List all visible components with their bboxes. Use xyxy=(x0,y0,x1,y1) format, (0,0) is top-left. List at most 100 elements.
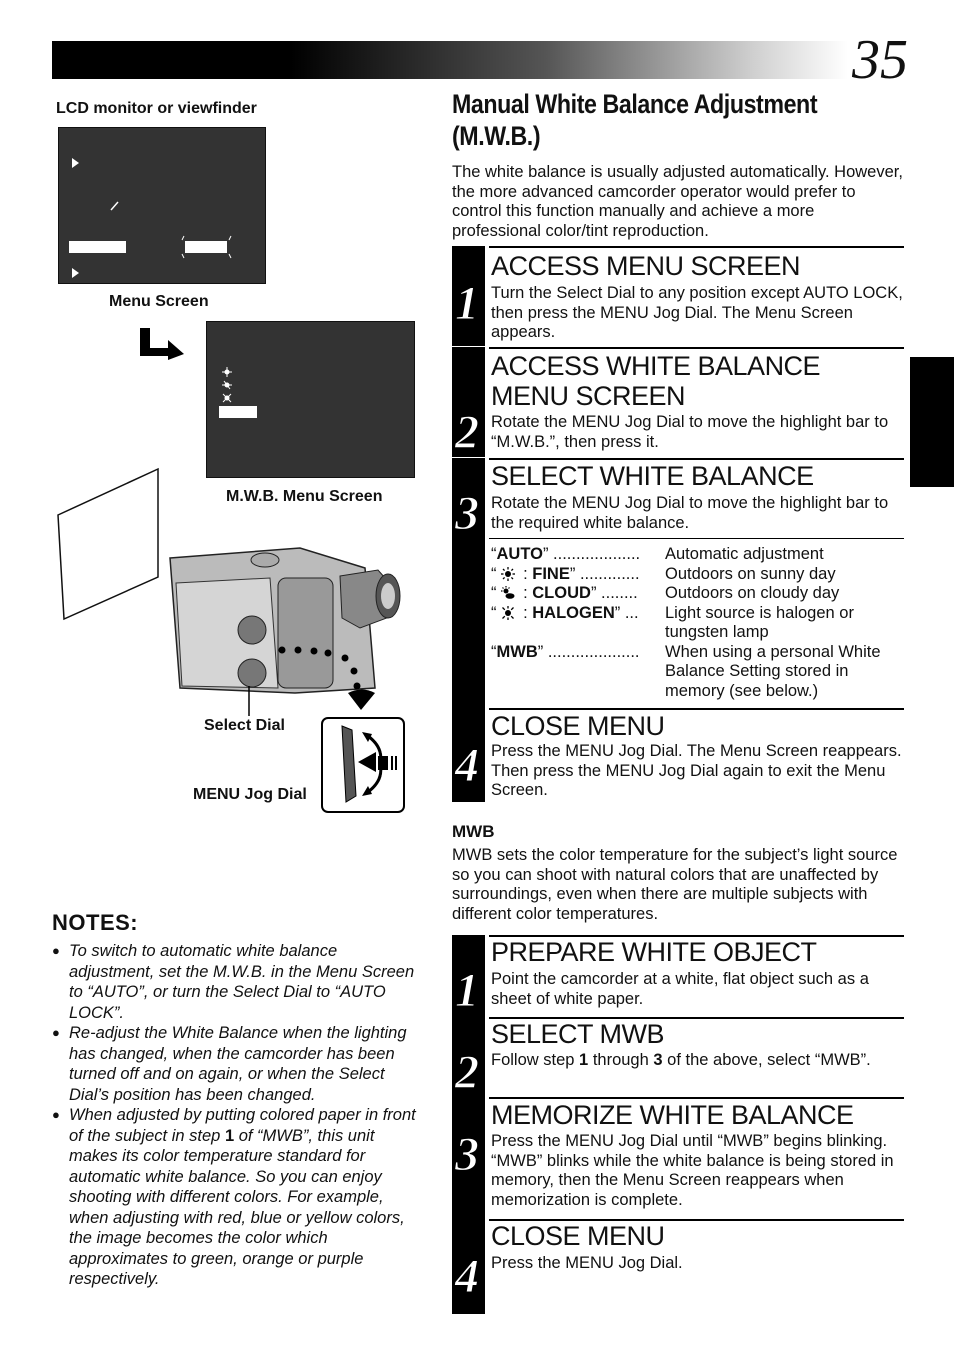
mwb-screen-graphic xyxy=(219,367,257,418)
section-intro: The white balance is usually adjusted au… xyxy=(452,163,903,240)
step-number-box xyxy=(452,246,485,346)
page-number: 35 xyxy=(852,29,908,91)
section-title: Manual White Balance Adjustment (M.W.B.) xyxy=(452,89,818,151)
wb-option-fine: “ : FINE” ............. Outdoors on sunn… xyxy=(491,565,903,585)
step-number-box xyxy=(452,1097,485,1219)
step-body: Press the MENU Jog Dial. The Menu Screen… xyxy=(491,742,902,799)
step-body-part: through xyxy=(588,1051,654,1069)
arrow-right-icon xyxy=(140,328,184,360)
wb-option-name: CLOUD xyxy=(532,584,591,602)
step-a-3: 3 SELECT WHITE BALANCE Rotate the MENU J… xyxy=(452,458,904,708)
step-heading: SELECT WHITE BALANCE xyxy=(491,461,814,491)
step-number: 3 xyxy=(455,487,480,541)
step-heading: ACCESS MENU SCREEN xyxy=(491,251,801,281)
step-body-part: of the above, select “MWB”. xyxy=(662,1051,871,1069)
leader-dots: .................... xyxy=(543,642,640,661)
note-text: Re-adjust the White Balance when the lig… xyxy=(69,1024,407,1104)
step-number-box xyxy=(452,1017,485,1097)
step-body: Press the MENU Jog Dial until “MWB” begi… xyxy=(491,1132,894,1209)
step-number: 3 xyxy=(455,1128,480,1182)
step-rule xyxy=(489,458,904,460)
note-text-part: When adjusted by putting colored paper i… xyxy=(69,1106,416,1145)
step-ref-bold: 3 xyxy=(653,1051,663,1069)
jog-dial-icon xyxy=(321,717,405,813)
step-number-box xyxy=(452,935,485,1017)
mwb-heading: MWB xyxy=(452,822,495,841)
menu-screen-image xyxy=(58,127,266,284)
select-dial-label: Select Dial xyxy=(204,717,285,734)
step-body: Follow step 1 through 3 of the above, se… xyxy=(491,1051,903,1071)
step-divider xyxy=(489,538,904,539)
wb-option-name: FINE xyxy=(532,564,570,583)
sun-icon xyxy=(500,566,515,581)
wb-option-key: “ : FINE” ............. xyxy=(491,564,640,583)
wb-option-key: “ : HALOGEN” ... xyxy=(491,603,639,622)
bullet: ● xyxy=(52,943,60,958)
menu-screen-graphic xyxy=(69,158,232,278)
bullet: ● xyxy=(52,1107,60,1122)
step-a-1: 1 ACCESS MENU SCREEN Turn the Select Dia… xyxy=(452,246,904,346)
white-paper-illustration xyxy=(57,467,159,621)
step-heading: CLOSE MENU xyxy=(491,1221,665,1251)
note-item-3: ● When adjusted by putting colored paper… xyxy=(52,1105,424,1290)
step-ref-bold: 1 xyxy=(579,1051,589,1069)
wb-option-desc: Outdoors on sunny day xyxy=(665,564,836,583)
wb-option-desc: Outdoors on cloudy day xyxy=(665,584,840,602)
step-number-box xyxy=(452,458,485,708)
step-rule xyxy=(489,935,904,937)
leader-dots: ............. xyxy=(575,564,640,583)
step-rule xyxy=(489,1219,904,1221)
wb-option-halogen: “ : HALOGEN” ... Light source is halogen… xyxy=(491,604,903,643)
step-heading: CLOSE MENU xyxy=(491,711,665,741)
step-a-4: 4 CLOSE MENU Press the MENU Jog Dial. Th… xyxy=(452,708,904,802)
note-item-2: ● Re-adjust the White Balance when the l… xyxy=(52,1023,424,1105)
white-balance-options: “AUTO” ................... Automatic adj… xyxy=(491,545,903,701)
mwb-menu-screen-image xyxy=(206,321,415,478)
step-b-3: 3 MEMORIZE WHITE BALANCE Press the MENU … xyxy=(452,1097,904,1219)
mwb-screen-caption: M.W.B. Menu Screen xyxy=(226,488,383,505)
halogen-icon xyxy=(501,605,514,620)
step-b-4: 4 CLOSE MENU Press the MENU Jog Dial. xyxy=(452,1219,904,1314)
step-body: Turn the Select Dial to any position exc… xyxy=(491,284,903,341)
notes-heading: NOTES: xyxy=(52,910,139,935)
leader-dots: ................... xyxy=(548,545,641,563)
step-heading: PREPARE WHITE OBJECT xyxy=(491,937,817,967)
wb-option-key: “ : CLOUD” ........ xyxy=(491,584,638,602)
step-rule xyxy=(489,347,904,349)
wb-option-desc: Automatic adjustment xyxy=(665,545,824,563)
wb-option-desc: Light source is halogen or tungsten lamp xyxy=(665,603,854,642)
wb-option-key: “AUTO” ................... xyxy=(491,545,641,563)
step-body: Press the MENU Jog Dial. xyxy=(491,1254,683,1272)
cloud-sun-icon xyxy=(500,586,514,599)
step-body: Rotate the MENU Jog Dial to move the hig… xyxy=(491,413,889,451)
wb-option-name: HALOGEN xyxy=(532,603,615,622)
step-a-2: 2 ACCESS WHITE BALANCE MENU SCREEN Rotat… xyxy=(452,347,904,460)
header-gradient-bar xyxy=(52,41,848,79)
leader-dots: ........ xyxy=(596,584,638,602)
step-number: 1 xyxy=(455,964,480,1018)
side-tab-marker xyxy=(910,357,954,487)
step-number: 4 xyxy=(455,1250,480,1304)
step-heading: SELECT MWB xyxy=(491,1019,665,1049)
wb-option-auto: “AUTO” ................... Automatic adj… xyxy=(491,545,903,565)
note-text: When adjusted by putting colored paper i… xyxy=(69,1105,424,1290)
menu-screen-caption: Menu Screen xyxy=(109,293,209,310)
step-body: Point the camcorder at a white, flat obj… xyxy=(491,970,869,1008)
leader-dots: ... xyxy=(620,603,639,622)
wb-option-name: MWB xyxy=(496,642,538,661)
note-item-1: ● To switch to automatic white balance a… xyxy=(52,941,424,1023)
wb-option-desc: When using a personal White Balance Sett… xyxy=(665,642,881,700)
lcd-caption: LCD monitor or viewfinder xyxy=(56,100,257,117)
step-rule xyxy=(489,708,904,710)
step-number-box xyxy=(452,1219,485,1314)
note-text-part: of “MWB”, this unit makes its color temp… xyxy=(69,1126,405,1289)
wb-option-name: AUTO xyxy=(496,545,543,563)
step-number: 4 xyxy=(455,739,480,793)
mwb-description: MWB sets the color temperature for the s… xyxy=(452,846,898,923)
wb-option-cloud: “ : CLOUD” ........ Outdoors on cloudy d… xyxy=(491,584,903,604)
step-rule xyxy=(489,246,904,248)
step-number-box xyxy=(452,708,485,802)
step-body-part: Follow step xyxy=(491,1051,580,1069)
wb-option-mwb: “MWB” .................... When using a … xyxy=(491,643,903,701)
camcorder-illustration xyxy=(169,547,401,716)
